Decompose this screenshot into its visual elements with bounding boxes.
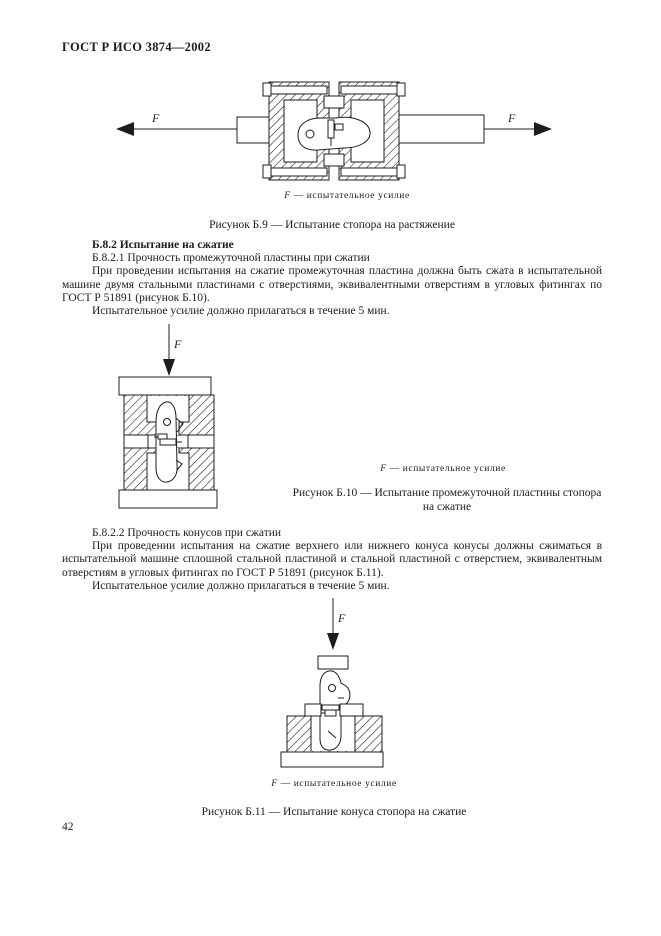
legend-text: — испытательное усилие <box>293 191 410 201</box>
figure-b9-drawing: F F <box>112 74 556 190</box>
heading-b821: Б.8.2.1 Прочность промежуточной пластины… <box>92 252 370 265</box>
intermediate-plate <box>123 433 215 449</box>
paragraph: При проведении испытания на сжатие верхн… <box>62 540 602 579</box>
stopper-body <box>297 116 371 151</box>
upper-press-plate <box>317 655 349 670</box>
heading-b82: Б.8.2 Испытание на сжатие <box>92 239 234 251</box>
force-symbol: F <box>271 779 278 789</box>
paragraph: При проведении испытания на сжатие проме… <box>62 265 602 304</box>
apertured-plate <box>304 703 364 717</box>
figure-b9-legend: F— испытательное усилие <box>284 191 410 201</box>
force-arrow-down-icon: F <box>327 598 346 650</box>
caption-line: на сжатие <box>422 500 472 513</box>
center-connector-top <box>323 95 345 109</box>
section-b82-text: Б.8.2 Испытание на сжатие Б.8.2.1 Прочно… <box>62 239 602 318</box>
svg-text:F: F <box>337 611 346 625</box>
figure-b10-caption: Рисунок Б.10 — Испытание промежуточной п… <box>277 487 617 514</box>
center-connector-bottom <box>323 153 345 167</box>
legend-text: — испытательное усилие <box>280 779 397 789</box>
section-b822-text: Б.8.2.2 Прочность конусов при сжатии При… <box>62 527 602 593</box>
page-number: 42 <box>62 821 74 833</box>
force-arrow-right-icon: F <box>484 111 552 136</box>
figure-b11-caption: Рисунок Б.11 — Испытание конуса стопора … <box>201 806 467 818</box>
svg-text:F: F <box>173 337 182 351</box>
page-header: ГОСТ Р ИСО 3874—2002 <box>62 40 211 54</box>
force-arrow-left-icon: F <box>116 111 238 136</box>
force-arrow-down-icon: F <box>163 324 182 376</box>
lower-base-plate <box>280 751 384 768</box>
figure-b10-drawing: F <box>114 322 236 518</box>
paragraph: Испытательное усилие должно прилагаться … <box>92 305 390 318</box>
svg-text:F: F <box>151 111 160 125</box>
force-symbol: F <box>380 464 387 474</box>
upper-press-plate <box>118 376 212 396</box>
heading-b822: Б.8.2.2 Прочность конусов при сжатии <box>92 527 282 539</box>
legend-text: — испытательное усилие <box>389 464 506 474</box>
force-symbol: F <box>284 191 291 201</box>
figure-b11-legend: F— испытательное усилие <box>271 779 397 789</box>
lower-press-plate <box>118 489 218 509</box>
right-pull-rod <box>384 114 485 144</box>
svg-text:F: F <box>507 111 516 125</box>
figure-b9-caption: Рисунок Б.9 — Испытание стопора на растя… <box>209 219 455 231</box>
figure-b10-legend: F— испытательное усилие <box>380 464 506 474</box>
figure-b11-drawing: F <box>270 598 394 770</box>
caption-line: Рисунок Б.10 — Испытание промежуточной п… <box>292 487 602 499</box>
paragraph: Испытательное усилие должно прилагаться … <box>92 579 390 592</box>
